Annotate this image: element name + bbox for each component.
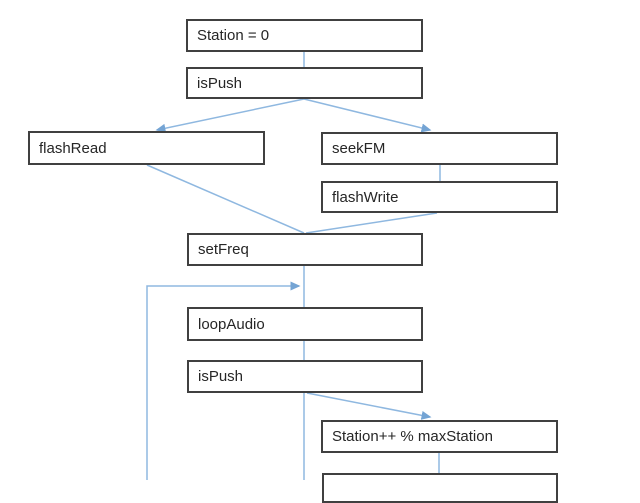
- node-ispush-1: isPush: [186, 67, 423, 99]
- connector-flashread-to-setfreq: [146, 164, 305, 234]
- node-flashread: flashRead: [28, 131, 265, 165]
- connector-flashwrite-to-setfreq: [305, 212, 438, 234]
- connector-ispush-to-flashread: [155, 98, 305, 133]
- flowchart-canvas: Station = 0 isPush flashRead seekFM flas…: [28, 19, 558, 503]
- connector-ispush-to-seekfm: [303, 98, 432, 133]
- node-station-init: Station = 0: [186, 19, 423, 52]
- node-ispush-2: isPush: [187, 360, 423, 393]
- node-seekfm: seekFM: [321, 132, 558, 165]
- node-flashwrite: flashWrite: [321, 181, 558, 213]
- node-partial-bottom: [322, 473, 558, 503]
- connector-loop-back: [146, 281, 301, 480]
- node-setfreq: setFreq: [187, 233, 423, 266]
- node-loopaudio: loopAudio: [187, 307, 423, 341]
- connector-ispush2-to-station-increment: [306, 392, 432, 420]
- node-station-increment: Station++ % maxStation: [321, 420, 558, 453]
